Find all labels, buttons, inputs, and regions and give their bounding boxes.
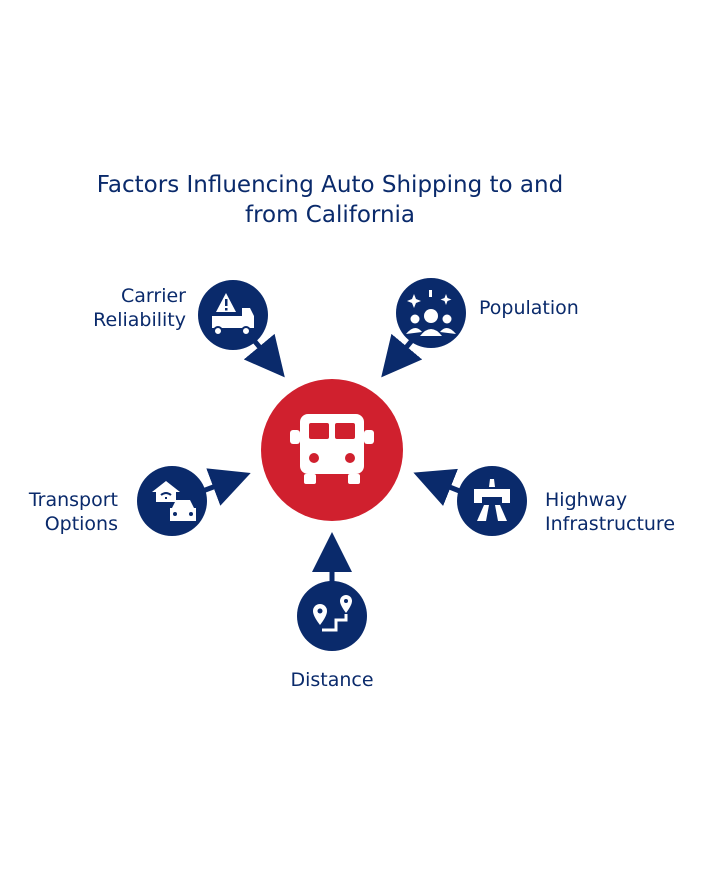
factor-node-highway [457, 466, 527, 536]
factor-label-population: Population [479, 297, 579, 319]
diagram-title: Factors Influencing Auto Shipping to and… [96, 172, 564, 228]
factor-node-population [396, 278, 466, 348]
factor-node-carrier [198, 280, 268, 350]
factor-label-carrier: Carrier Reliability [93, 285, 186, 331]
arrow-population-to-center [381, 333, 423, 378]
warning-truck-icon [212, 293, 254, 336]
factor-node-transport [137, 466, 207, 536]
crowd-icon [406, 290, 456, 336]
center-node [261, 379, 403, 521]
factor-label-highway: Highway Infrastructure [545, 489, 676, 535]
map-route-icon [313, 595, 352, 632]
arrow-center-to-transport [199, 468, 251, 506]
factor-node-distance [297, 581, 367, 651]
arrow-highway-to-center [413, 468, 463, 506]
truck-icon [290, 414, 374, 484]
factor-label-transport: Transport Options [28, 489, 118, 535]
car-wifi-home-icon [152, 481, 196, 521]
factor-label-distance: Distance [290, 669, 374, 691]
arrow-carrier-to-center [243, 333, 285, 378]
highway-overpass-icon [474, 479, 510, 521]
